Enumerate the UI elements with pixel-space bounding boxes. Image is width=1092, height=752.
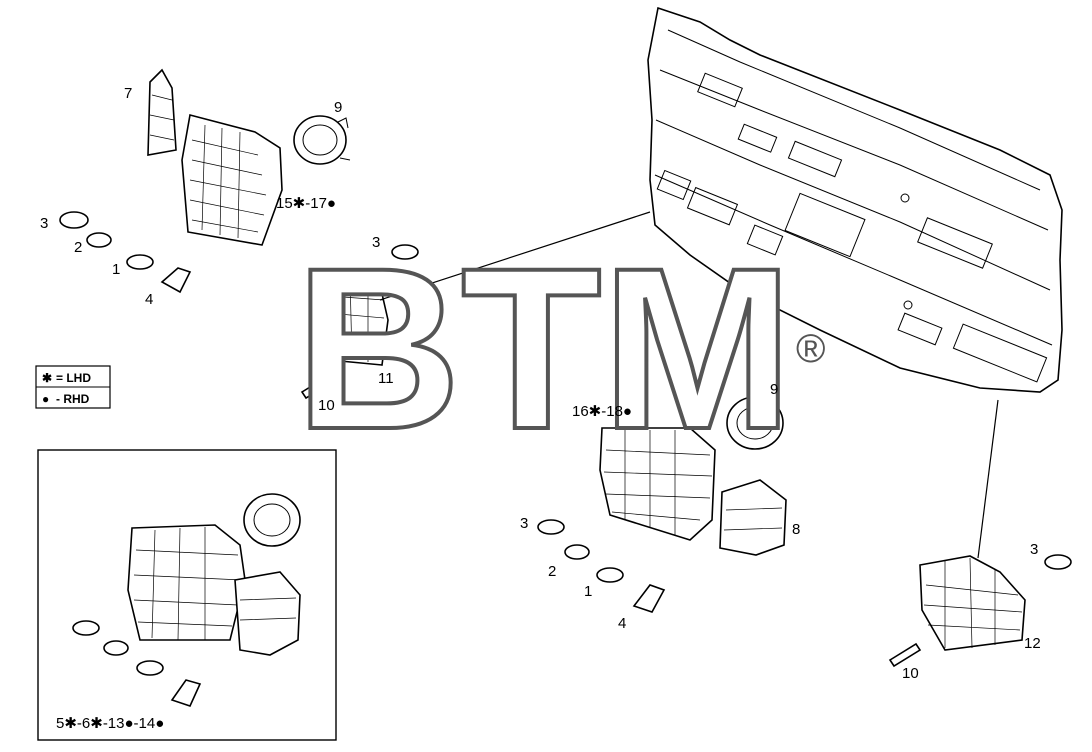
bulbs-upper-left: [59, 211, 192, 294]
inset-box: [37, 449, 337, 741]
callout-3-upper-left: 3: [40, 215, 48, 232]
callout-9-lower: 9: [770, 381, 778, 398]
front-bumper: [647, 6, 1063, 393]
callout-7: 7: [124, 85, 132, 102]
callout-12: 12: [1024, 635, 1041, 652]
callout-16-18: 16✱-18●: [572, 403, 632, 420]
callout-10-lower-right: 10: [902, 665, 919, 682]
callout-9-upper: 9: [334, 99, 342, 116]
callout-11: 11: [378, 370, 394, 387]
callout-3-lower-right: 3: [1030, 541, 1038, 558]
callout-10-middle: 10: [318, 397, 335, 414]
watermark-text: BTM: [295, 220, 793, 477]
headlamp-upper-left: [181, 114, 283, 246]
callout-labels: 7 9 15✱-17● 3 2 1 4 3 11 10 9 16✱-18● 8 …: [40, 85, 1041, 732]
legend-rhd-symbol: ●: [42, 392, 49, 406]
legend: ✱ = LHD ● - RHD: [35, 365, 111, 409]
callout-1-lower-middle: 1: [584, 583, 592, 600]
callout-3-lower-middle: 3: [520, 515, 528, 532]
headlamp-lower-middle: [537, 396, 787, 613]
side-marker-lens-7: [147, 68, 177, 156]
indicator-lamp-12: [888, 399, 1072, 668]
callout-2-upper-left: 2: [74, 239, 82, 256]
callout-5-6-13-14: 5✱-6✱-13●-14●: [56, 715, 164, 732]
callout-8: 8: [792, 521, 800, 538]
legend-rhd-text: - RHD: [56, 392, 90, 406]
callout-4-lower-middle: 4: [618, 615, 626, 632]
callout-3-middle: 3: [372, 234, 380, 251]
watermark-registered-mark: ®: [796, 327, 825, 371]
mounting-ring-9-upper: [293, 115, 351, 165]
legend-lhd-symbol: ✱: [42, 371, 52, 385]
callout-1-upper-left: 1: [112, 261, 120, 278]
btm-watermark: BTM ®: [293, 218, 825, 479]
indicator-lamp-11: [300, 211, 651, 400]
callout-4-upper-left: 4: [145, 291, 153, 308]
callout-15-17: 15✱-17●: [276, 195, 336, 212]
legend-lhd-text: = LHD: [56, 371, 91, 385]
callout-2-lower-middle: 2: [548, 563, 556, 580]
